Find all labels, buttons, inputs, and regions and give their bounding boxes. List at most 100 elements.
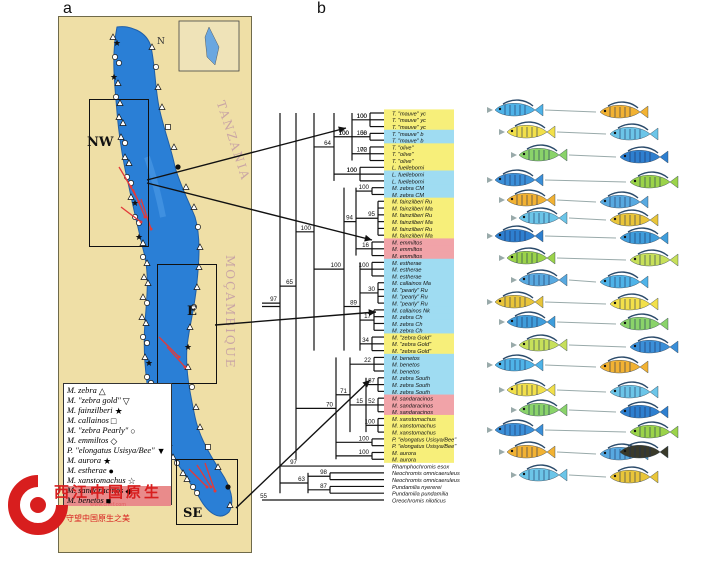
map-symbol (113, 39, 121, 46)
taxon-highlight (384, 116, 454, 124)
taxon-label: L. fuelleborni (392, 166, 425, 172)
panel-label-a: a (63, 0, 72, 17)
taxon-label: T. "mauve" b (392, 139, 423, 145)
connector-arrow (146, 182, 373, 241)
legend-item: M. "zebra Pearly"○ (67, 426, 168, 436)
legend-species-name: M. "zebra gold" (67, 396, 121, 405)
map-symbol (140, 254, 146, 260)
taxon-highlight (384, 177, 454, 185)
fish-illustration (518, 399, 568, 417)
legend-species-name: M. fainzilberi (67, 406, 113, 415)
map-symbol (135, 233, 143, 240)
support-value: 72 (360, 147, 367, 154)
legend-symbol-icon: ◇ (110, 435, 118, 446)
region-label-nw: NW (87, 135, 114, 150)
taxon-highlight (384, 156, 454, 165)
fish-illustration (494, 99, 544, 117)
fish-pointer-icon (499, 387, 505, 393)
taxon-highlight (384, 163, 454, 171)
species-legend: M. zebra△M. "zebra gold"▽M. fainzilberi★… (63, 383, 172, 506)
map-symbol (225, 484, 231, 490)
taxon-highlight (384, 394, 454, 402)
map-red-arrow-head (177, 355, 181, 359)
fish-pointer-icon (511, 342, 517, 348)
lake-shape (109, 20, 240, 517)
fish-illustration (599, 271, 649, 289)
fish-pointer-icon (499, 255, 505, 261)
taxon-highlight (384, 245, 454, 253)
support-value: 100 (357, 147, 368, 154)
map-symbol (165, 124, 171, 130)
support-value: 30 (368, 286, 375, 293)
connector-arrow-head (364, 234, 372, 242)
taxon-highlight (384, 150, 454, 158)
taxon-label: M. "pearly" Ru (392, 295, 428, 301)
taxon-label: Neochromis omnicaeruleus (392, 478, 460, 484)
taxon-label: M. benetos (392, 369, 420, 375)
support-value: 55 (260, 493, 267, 500)
map-symbol (116, 99, 124, 106)
taxon-highlight (384, 136, 454, 144)
taxon-label: M. "zebra Gold" (392, 349, 432, 355)
map-symbol (189, 384, 195, 390)
fish-illustration (609, 209, 659, 227)
fish-illustration (599, 191, 649, 209)
map-symbol (174, 460, 180, 466)
support-value: 100 (359, 262, 370, 269)
legend-item: M. benetos■ (64, 496, 171, 506)
legend-symbol-icon: ○ (130, 425, 136, 436)
legend-symbol-icon: ■ (105, 495, 112, 506)
support-value: 100 (347, 167, 358, 174)
taxon-highlight (384, 360, 454, 368)
taxon-label: M. fainzilberi Ma (392, 206, 433, 212)
map-red-arrow (204, 462, 216, 492)
legend-species-name: M. zebra (67, 386, 97, 395)
taxon-highlight (384, 170, 454, 178)
taxon-highlight (384, 224, 454, 233)
taxon-highlight (384, 109, 454, 117)
taxon-highlight (384, 333, 454, 341)
support-value: 87 (368, 378, 375, 385)
legend-item: M. emmiltos◇ (67, 436, 168, 446)
taxon-label: M. "zebra Gold" (392, 342, 432, 348)
fish-pointer-icon (511, 277, 517, 283)
compass-label: N (157, 37, 165, 47)
map-symbol (122, 140, 128, 146)
taxon-highlight (384, 204, 454, 212)
map-red-arrow (158, 336, 180, 358)
watermark-logo-icon (8, 475, 68, 535)
map-symbol (194, 490, 200, 496)
map-symbol (144, 300, 150, 306)
map-red-arrow-head (139, 220, 143, 224)
taxon-highlight (384, 258, 454, 266)
taxon-highlight (384, 251, 454, 260)
legend-item: M. xanstomachus☆ (67, 476, 168, 486)
taxon-label: L. fuelleborni (392, 179, 425, 185)
fish-link-arrow (556, 199, 597, 203)
taxon-label: M. callainos Ma (392, 281, 431, 287)
fish-link-arrow (544, 109, 597, 113)
taxon-label: M. xanstomachus (392, 417, 436, 423)
connector-arrow (214, 311, 377, 326)
legend-item: M. sandaracinos◆ (64, 486, 171, 496)
map-symbol (192, 403, 200, 410)
fish-illustration (609, 381, 659, 399)
support-value: 34 (362, 337, 369, 344)
support-value: 97 (290, 459, 297, 466)
taxon-label: Rhamphochromis esox (392, 464, 449, 470)
taxon-label: M. xanstomachus (392, 424, 436, 430)
taxon-highlight (384, 414, 454, 423)
taxon-label: M. zebra South (392, 390, 430, 396)
taxon-highlight (384, 401, 454, 409)
support-value: 100 (359, 449, 370, 456)
region-label-e: E (187, 304, 197, 319)
fish-illustration (619, 401, 669, 419)
connector-arrow-head (338, 126, 346, 134)
fish-pointer-icon (511, 152, 517, 158)
fish-link-arrow (556, 131, 607, 135)
taxon-label: T. "olive" (392, 152, 415, 158)
fish-illustration (619, 146, 669, 164)
taxon-highlight (384, 387, 454, 395)
map-symbol (127, 193, 135, 200)
